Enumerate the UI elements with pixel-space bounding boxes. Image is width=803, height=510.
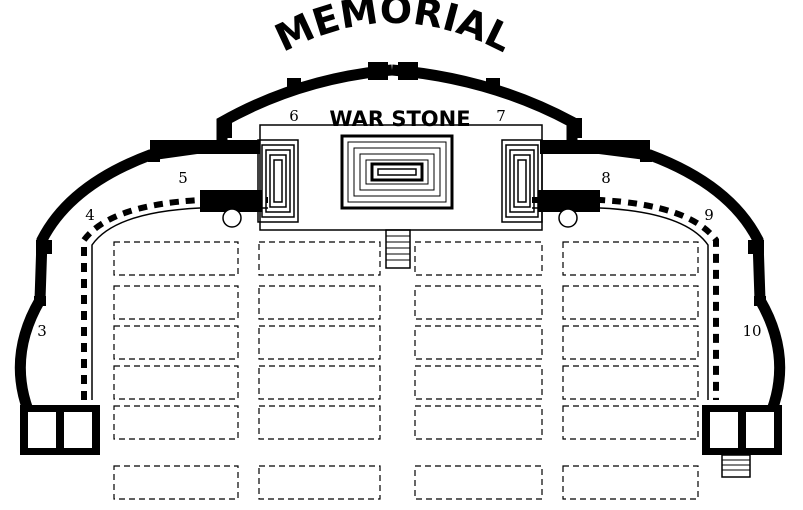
grave-plot bbox=[562, 325, 699, 360]
grave-plot bbox=[113, 365, 239, 400]
label-3: 3 bbox=[37, 322, 47, 340]
left-pavilion bbox=[20, 405, 100, 455]
war-stone bbox=[340, 134, 454, 210]
label-8: 8 bbox=[601, 169, 611, 187]
grave-plot bbox=[113, 465, 239, 500]
label-9: 9 bbox=[704, 206, 714, 224]
grave-plot bbox=[258, 285, 381, 320]
war-stone-label: WAR STONE bbox=[329, 107, 470, 131]
grave-plot bbox=[113, 325, 239, 360]
right-pavilion bbox=[702, 405, 782, 455]
grave-plot bbox=[258, 465, 381, 500]
grave-plot bbox=[414, 285, 543, 320]
left-steps bbox=[257, 139, 299, 223]
grave-plot bbox=[562, 405, 699, 440]
grave-plot bbox=[562, 465, 699, 500]
grave-plot bbox=[113, 285, 239, 320]
grave-plot bbox=[113, 405, 239, 440]
label-10: 10 bbox=[742, 322, 761, 340]
label-12: 12 bbox=[713, 428, 731, 443]
grave-plot bbox=[414, 405, 543, 440]
label-1: 1 bbox=[73, 428, 82, 443]
grave-plot bbox=[113, 241, 239, 276]
label-11: 11 bbox=[751, 428, 769, 443]
grave-plot bbox=[258, 365, 381, 400]
right-pavilion-steps bbox=[721, 454, 751, 478]
grave-plot bbox=[414, 465, 543, 500]
grave-plots bbox=[113, 241, 699, 500]
label-7: 7 bbox=[496, 107, 506, 125]
grave-plot bbox=[562, 365, 699, 400]
grave-plot bbox=[258, 325, 381, 360]
grave-plot bbox=[562, 241, 699, 276]
grave-plot bbox=[414, 325, 543, 360]
label-2: 2 bbox=[37, 428, 46, 443]
central-terrace bbox=[259, 124, 543, 231]
label-4: 4 bbox=[85, 206, 95, 224]
plan-title: MEMORIAL bbox=[268, 0, 519, 61]
grave-plot bbox=[258, 241, 381, 276]
right-steps bbox=[501, 139, 543, 223]
grave-plot bbox=[562, 285, 699, 320]
inner-colonnade bbox=[81, 197, 719, 400]
central-stairway bbox=[385, 229, 411, 269]
outer-wall bbox=[14, 64, 786, 412]
label-6: 6 bbox=[289, 107, 299, 125]
grave-plot bbox=[414, 241, 543, 276]
wall-junctions bbox=[150, 140, 650, 212]
grave-plot bbox=[258, 405, 381, 440]
label-5: 5 bbox=[178, 169, 188, 187]
grave-plot bbox=[414, 365, 543, 400]
